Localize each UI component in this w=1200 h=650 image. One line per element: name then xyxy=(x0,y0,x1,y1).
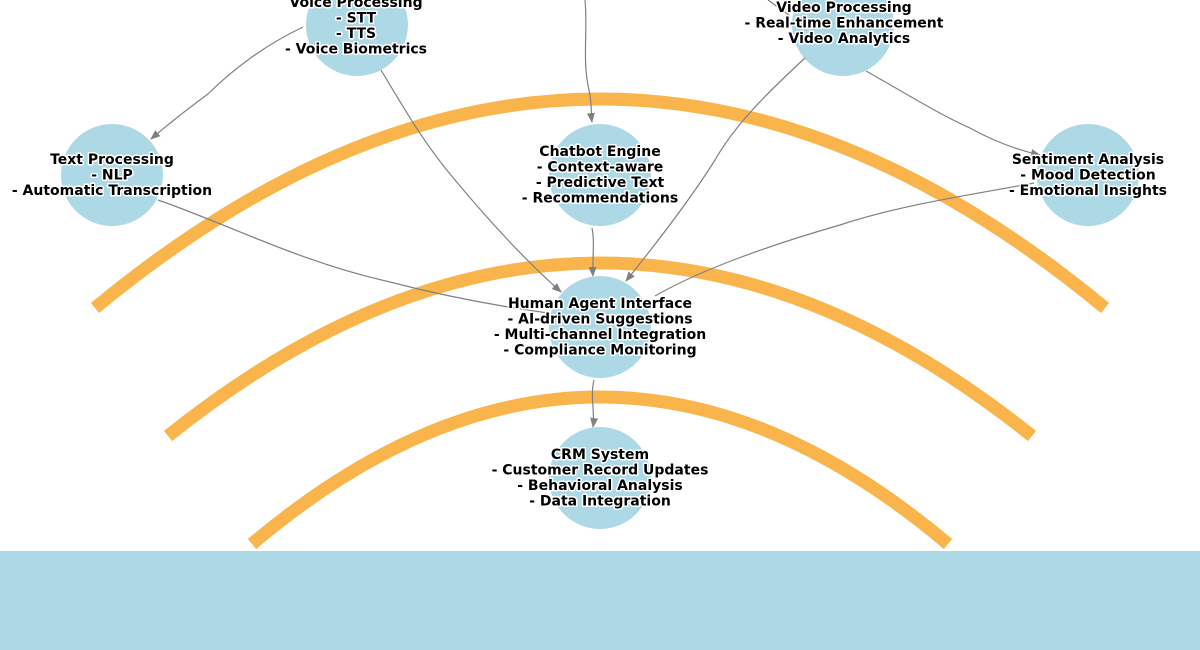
human-label-line-0: Human Agent Interface xyxy=(508,296,692,312)
edge-voice-to-human xyxy=(380,69,562,293)
edge-top-to-video xyxy=(767,0,791,17)
edge-chatbot-to-human xyxy=(588,227,597,277)
inner-arc xyxy=(247,390,953,549)
text-label-line-1: - NLP xyxy=(91,168,133,184)
arcs-layer xyxy=(90,92,1110,549)
video-label-line-0: Video Processing xyxy=(776,0,911,16)
labels-layer: Voice Processing- STT- TTS- Voice Biomet… xyxy=(10,0,1168,511)
video-node-label: Video Processing- Real-time Enhancement-… xyxy=(745,0,944,47)
edges-layer xyxy=(150,0,1041,428)
text-label-line-0: Text Processing xyxy=(50,152,174,168)
voice-node-circle[interactable] xyxy=(306,0,408,76)
edge-video-to-human xyxy=(625,57,806,282)
human-label-line-3: - Compliance Monitoring xyxy=(503,343,696,359)
human-label-line-1: - AI-driven Suggestions xyxy=(507,312,692,328)
voice-label-line-2: - TTS xyxy=(336,26,376,42)
crm-node-circle[interactable] xyxy=(549,427,651,529)
crm-node-label: CRM System- Customer Record Updates- Beh… xyxy=(492,447,709,510)
human-node-circle[interactable] xyxy=(549,276,651,378)
voice-node-label: Voice Processing- STT- TTS- Voice Biomet… xyxy=(285,0,427,58)
voice-label-line-0: Voice Processing xyxy=(289,0,422,11)
voice-label-line-3: - Voice Biometrics xyxy=(285,42,427,58)
video-label-line-1: - Real-time Enhancement xyxy=(745,16,944,32)
crm-label-line-3: - Data Integration xyxy=(529,494,671,510)
chatbot-node-circle[interactable] xyxy=(549,124,651,226)
crm-label-line-0: CRM System xyxy=(551,447,649,463)
video-node-circle[interactable] xyxy=(792,0,894,76)
outer-arc xyxy=(90,92,1110,314)
human-label-line-2: - Multi-channel Integration xyxy=(494,327,706,343)
chatbot-label-line-1: - Context-aware xyxy=(537,160,664,176)
human-node-label: Human Agent Interface- AI-driven Suggest… xyxy=(494,296,706,359)
chatbot-node-label: Chatbot Engine- Context-aware- Predictiv… xyxy=(522,144,678,207)
sentiment-label-line-2: - Emotional Insights xyxy=(1009,183,1167,199)
chatbot-label-line-2: - Predictive Text xyxy=(536,175,665,191)
video-label-line-2: - Video Analytics xyxy=(778,31,910,47)
edge-voice-to-text xyxy=(150,26,304,140)
text-label-line-2: - Automatic Transcription xyxy=(12,183,212,199)
edge-sentiment-to-human xyxy=(654,182,1035,297)
sentiment-node-label: Sentiment Analysis- Mood Detection- Emot… xyxy=(1009,152,1167,199)
nodes-layer xyxy=(61,0,1139,529)
chatbot-label-line-0: Chatbot Engine xyxy=(539,144,660,160)
middle-arc xyxy=(163,256,1037,442)
text-node-label: Text Processing- NLP- Automatic Transcri… xyxy=(12,152,212,199)
edge-video-to-sentiment xyxy=(865,70,1041,157)
sentiment-label-line-1: - Mood Detection xyxy=(1020,168,1155,184)
crm-label-line-1: - Customer Record Updates xyxy=(492,463,709,479)
sentiment-node-circle[interactable] xyxy=(1037,124,1139,226)
voice-label-line-1: - STT xyxy=(336,11,377,27)
footer-band xyxy=(0,551,1200,650)
edge-human-to-crm xyxy=(590,379,599,428)
edge-text-to-human xyxy=(157,199,549,314)
chatbot-label-line-3: - Recommendations xyxy=(522,191,678,207)
crm-label-line-2: - Behavioral Analysis xyxy=(517,478,682,494)
sentiment-label-line-0: Sentiment Analysis xyxy=(1012,152,1164,168)
text-node-circle[interactable] xyxy=(61,124,163,226)
edge-top-to-chatbot xyxy=(584,0,595,123)
